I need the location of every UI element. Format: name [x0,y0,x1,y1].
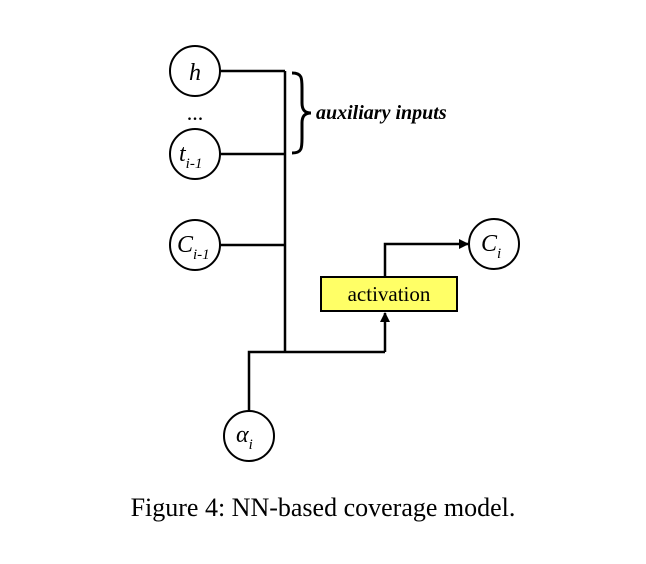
svg-text:h: h [189,60,201,86]
activation-label: activation [348,282,431,306]
figure-caption: Figure 4: NN-based coverage model. [130,493,516,522]
auxiliary-inputs-brace [291,71,312,155]
svg-text:ti-1: ti-1 [179,141,202,172]
c-curr-node-label: C [481,231,498,257]
alpha-node-subscript: i [249,437,253,453]
ellipsis-text: ... [187,100,204,125]
activation-box: activation [320,276,458,312]
svg-text:Ci: Ci [481,231,501,262]
alpha-connector [247,350,385,411]
c-prev-node-label: C [177,232,194,258]
t-prev-node-subscript: i-1 [186,156,203,172]
svg-text:αi: αi [236,422,253,453]
svg-text:Ci-1: Ci-1 [177,232,210,263]
connector-lines [221,69,469,411]
activation-output-arrow [383,239,469,277]
h-node-label: h [189,60,201,86]
c-curr-node: Ci [468,218,520,270]
h-node: h [169,45,221,97]
alpha-node-label: α [236,422,249,448]
c-prev-node-subscript: i-1 [193,247,210,263]
c-prev-node: Ci-1 [169,219,221,271]
t-prev-node-label: t [179,141,187,167]
auxiliary-inputs-label: auxiliary inputs [316,102,447,124]
coverage-model-diagram: auxiliary inputs h ... ti-1 Ci-1 activat… [169,45,520,462]
t-prev-node: ti-1 [169,128,221,180]
alpha-node: αi [223,410,275,462]
c-curr-node-subscript: i [497,246,501,262]
